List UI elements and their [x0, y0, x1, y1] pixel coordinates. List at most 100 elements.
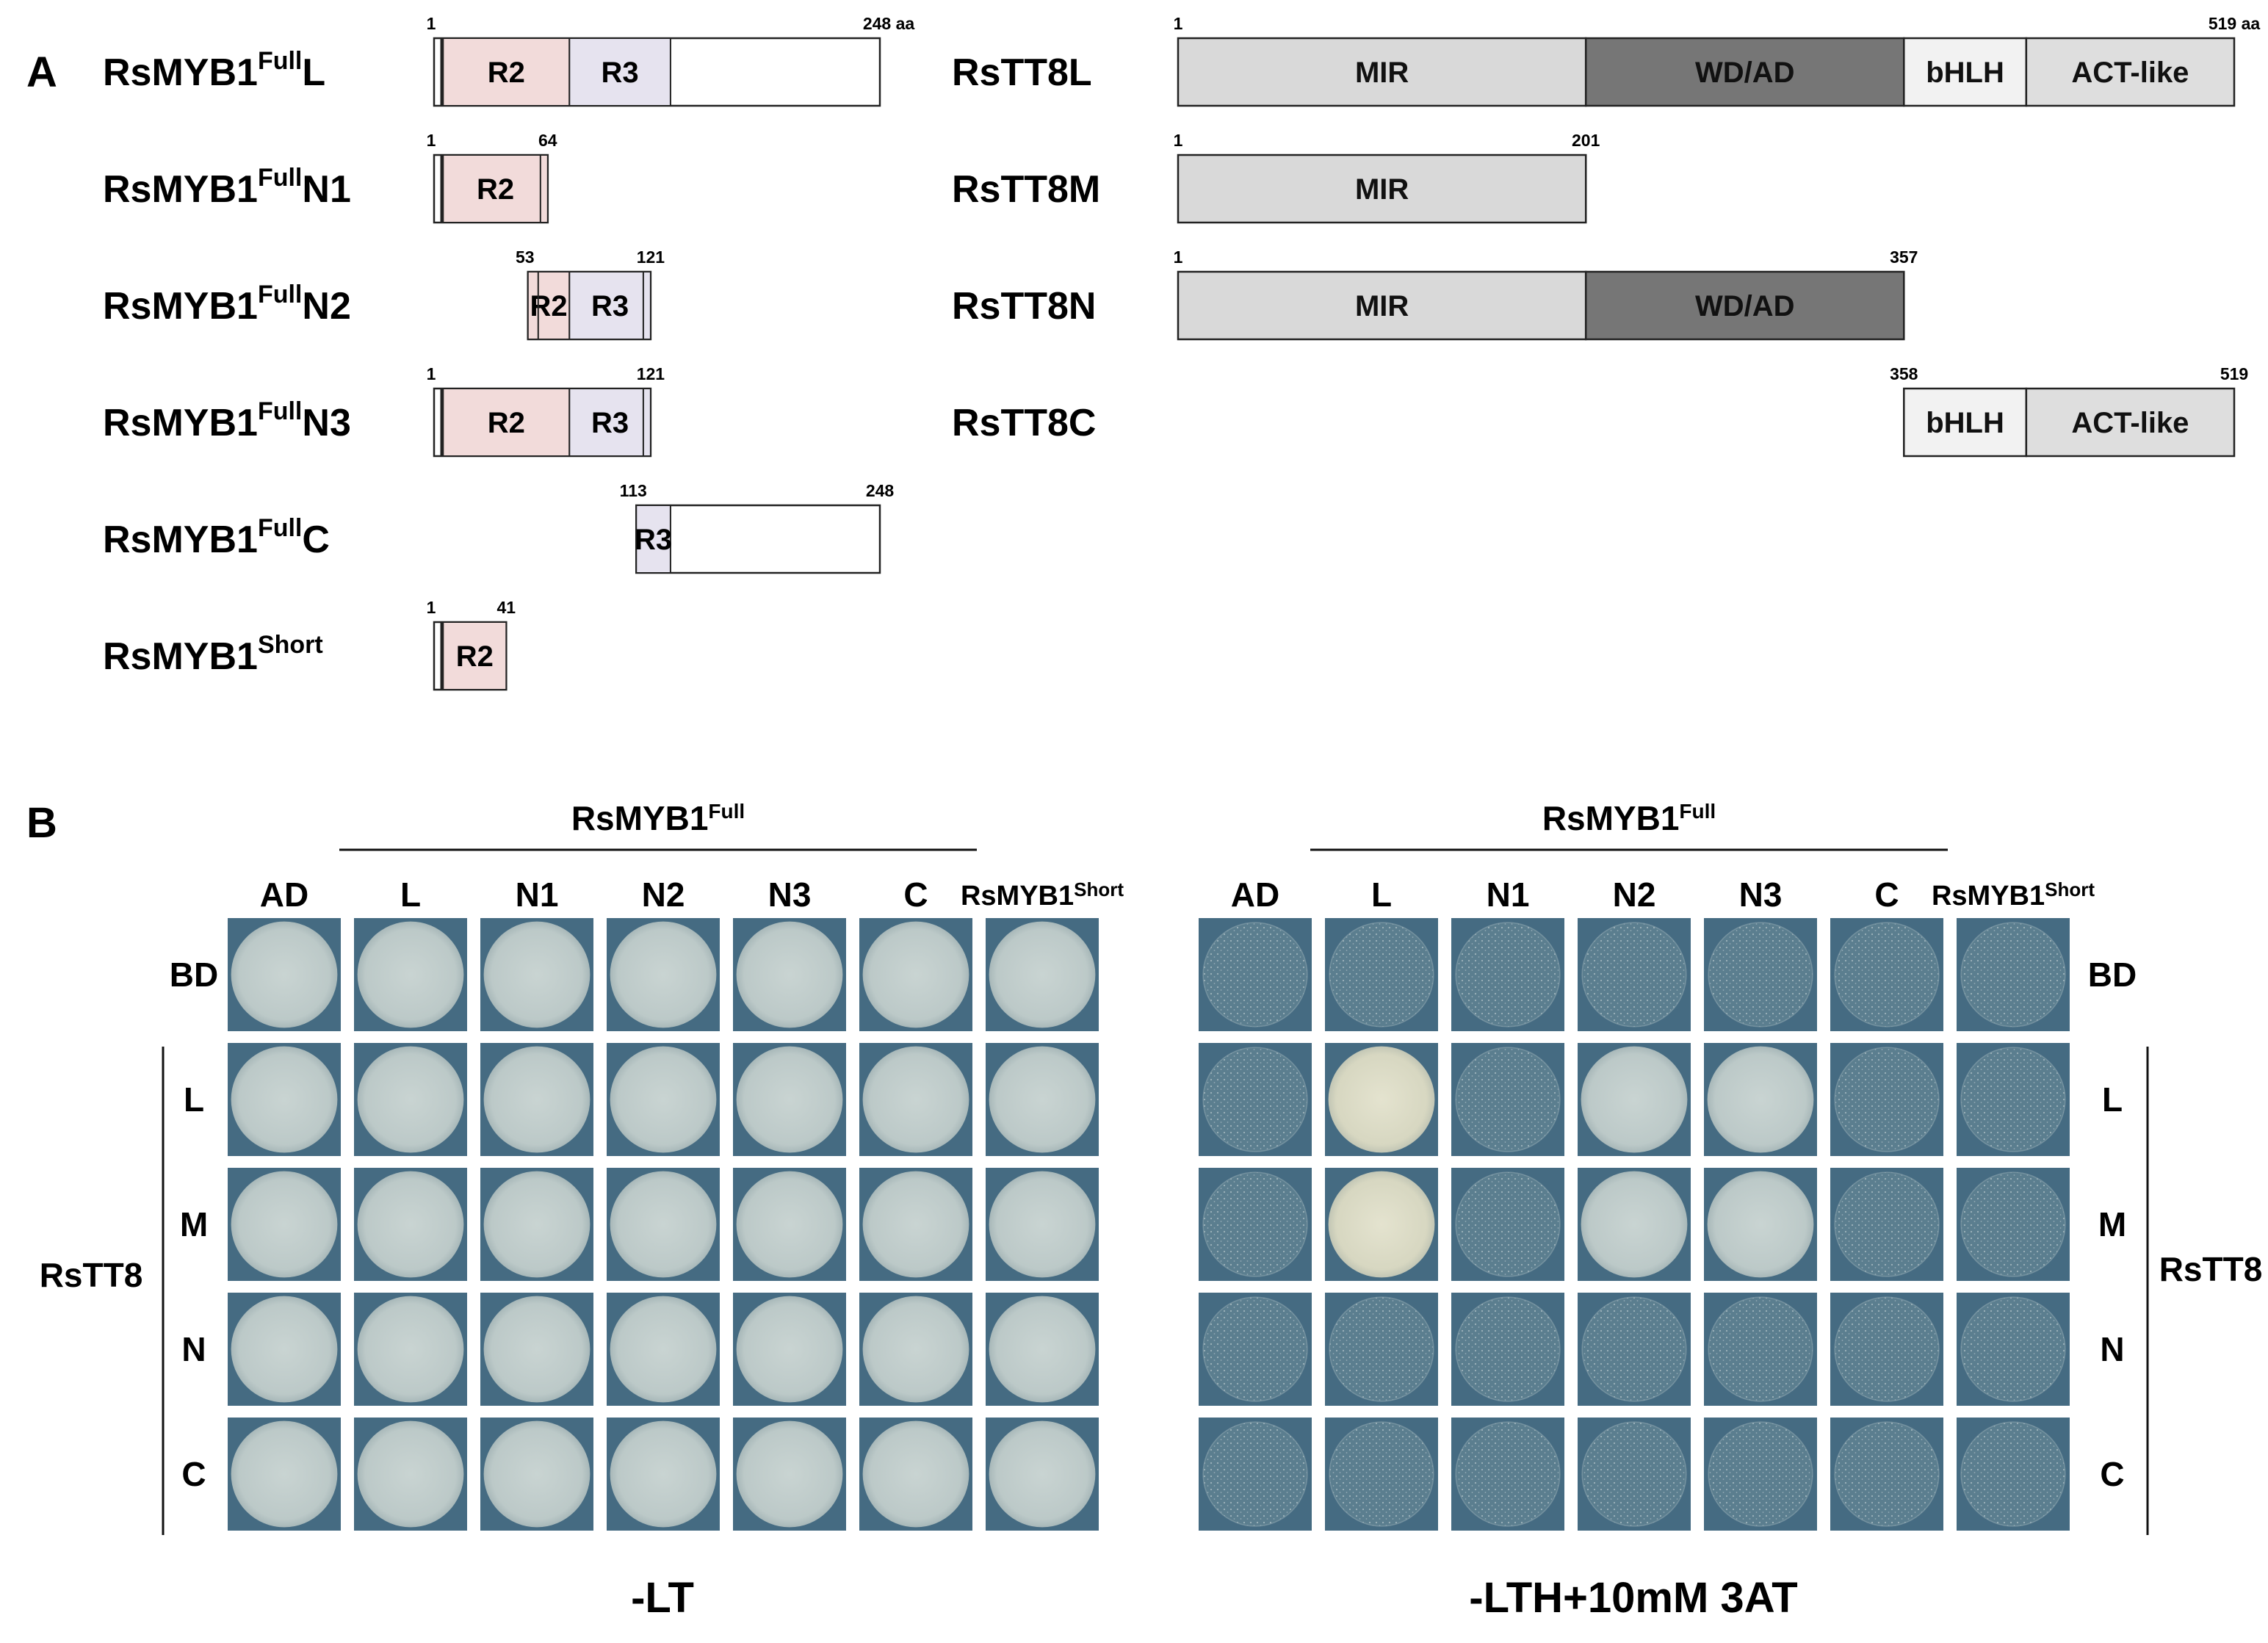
- colony-spot: [1451, 1043, 1564, 1156]
- construct-suffix: L: [302, 51, 325, 94]
- colony-spot: [1325, 1293, 1438, 1406]
- colony-spot: [1451, 918, 1564, 1031]
- colony-spot: [228, 918, 341, 1031]
- column-header: C: [903, 875, 928, 914]
- colony-speckle: [1835, 922, 1939, 1027]
- domain-bhlh: [1903, 387, 2028, 458]
- end-position-label: 248: [866, 481, 895, 500]
- colony-spot: [1704, 1043, 1817, 1156]
- domain-label: MIR: [1355, 57, 1409, 89]
- colony-spot: [1957, 1293, 2070, 1406]
- domain-r2: [442, 621, 508, 690]
- colony-spot: [859, 1418, 972, 1531]
- colony-rim: [1834, 1296, 1940, 1402]
- column-header: N1: [1487, 875, 1530, 914]
- end-position-label: 357: [1890, 248, 1918, 267]
- domain-bhlh: [1903, 37, 2028, 107]
- short-base: RsMYB1: [961, 881, 1074, 911]
- row-group-label-right: RsTT8: [2159, 1250, 2263, 1288]
- colony: [1707, 1046, 1814, 1153]
- row-label-left: M: [180, 1205, 208, 1243]
- colony-rim: [1960, 1171, 2066, 1277]
- short-sup: Short: [1074, 878, 1124, 900]
- colony: [862, 1296, 969, 1403]
- myb-construct-label: RsMYB1FullN1: [103, 164, 351, 211]
- short-sup: Short: [2045, 878, 2095, 900]
- start-position-label: 1: [427, 14, 436, 33]
- colony-spot: [1199, 1418, 1312, 1531]
- domain-label: R3: [591, 290, 629, 322]
- colony: [736, 1046, 843, 1153]
- colony-spot: [859, 1168, 972, 1281]
- colony-speckle: [1708, 922, 1813, 1027]
- colony-spot: [1704, 918, 1817, 1031]
- colony: [357, 921, 464, 1028]
- colony-spot: [1451, 1293, 1564, 1406]
- colony-speckle: [1456, 1297, 1560, 1401]
- domain-r3: [568, 271, 651, 340]
- domain-r2: [442, 37, 571, 106]
- colony-rim: [1202, 1296, 1308, 1402]
- construct-suffix: N1: [302, 168, 350, 211]
- colony-spot: [480, 1043, 593, 1156]
- colony-spot: [1451, 1418, 1564, 1531]
- colony-spot: [1578, 1043, 1691, 1156]
- domain-label: MIR: [1355, 173, 1409, 206]
- colony-spot: [1451, 1168, 1564, 1281]
- colony-spot: [1830, 1418, 1943, 1531]
- colony-spot: [228, 1418, 341, 1531]
- colony: [1581, 1171, 1688, 1278]
- colony-spot: [733, 918, 846, 1031]
- row-label-left: L: [184, 1080, 204, 1119]
- colony-speckle: [1203, 1047, 1307, 1152]
- group-header: RsMYB1Full: [1542, 799, 1716, 837]
- colony: [483, 921, 591, 1028]
- colony-speckle: [1582, 922, 1686, 1027]
- column-header-short: RsMYB1Short: [1932, 878, 2095, 911]
- domain-label: R2: [530, 290, 567, 322]
- group-header: RsMYB1Full: [571, 799, 745, 837]
- colony-rim: [1708, 1421, 1813, 1527]
- colony-rim: [1834, 922, 1940, 1028]
- colony-rim: [1202, 1047, 1308, 1152]
- colony: [357, 1420, 464, 1528]
- colony-speckle: [1203, 1422, 1307, 1526]
- colony-speckle: [1456, 1172, 1560, 1277]
- colony-speckle: [1961, 1172, 2065, 1277]
- colony-spot: [1830, 1168, 1943, 1281]
- start-position-label: 1: [427, 364, 436, 383]
- construct-base-name: RsMYB1: [103, 519, 258, 561]
- domain-r2: [442, 154, 549, 223]
- tt8-construct-label: RsTT8C: [952, 402, 1096, 444]
- myb-construct-label: RsMYB1Short: [103, 631, 323, 678]
- colony-spot: [733, 1293, 846, 1406]
- colony-speckle: [1329, 1422, 1434, 1526]
- colony-rim: [1581, 1296, 1687, 1402]
- domain-label: WD/AD: [1695, 290, 1795, 322]
- colony-spot: [228, 1293, 341, 1406]
- construct-suffix: N2: [302, 285, 350, 328]
- column-header: N2: [642, 875, 685, 914]
- colony: [357, 1046, 464, 1153]
- colony: [231, 1420, 338, 1528]
- start-position-label: 358: [1890, 364, 1918, 383]
- colony-spot: [859, 1043, 972, 1156]
- panel-b-letter: B: [26, 799, 57, 847]
- colony-spot: [1325, 918, 1438, 1031]
- start-position-label: 1: [427, 598, 436, 617]
- row-label-right: BD: [2088, 956, 2137, 994]
- colony: [483, 1420, 591, 1528]
- colony-spot: [986, 1168, 1099, 1281]
- colony-speckle: [1835, 1297, 1939, 1401]
- domain-mir: [1177, 154, 1587, 224]
- colony-spot: [607, 918, 720, 1031]
- colony-speckle: [1961, 1297, 2065, 1401]
- colony-speckle: [1329, 922, 1434, 1027]
- colony: [736, 1171, 843, 1278]
- colony: [989, 1420, 1096, 1528]
